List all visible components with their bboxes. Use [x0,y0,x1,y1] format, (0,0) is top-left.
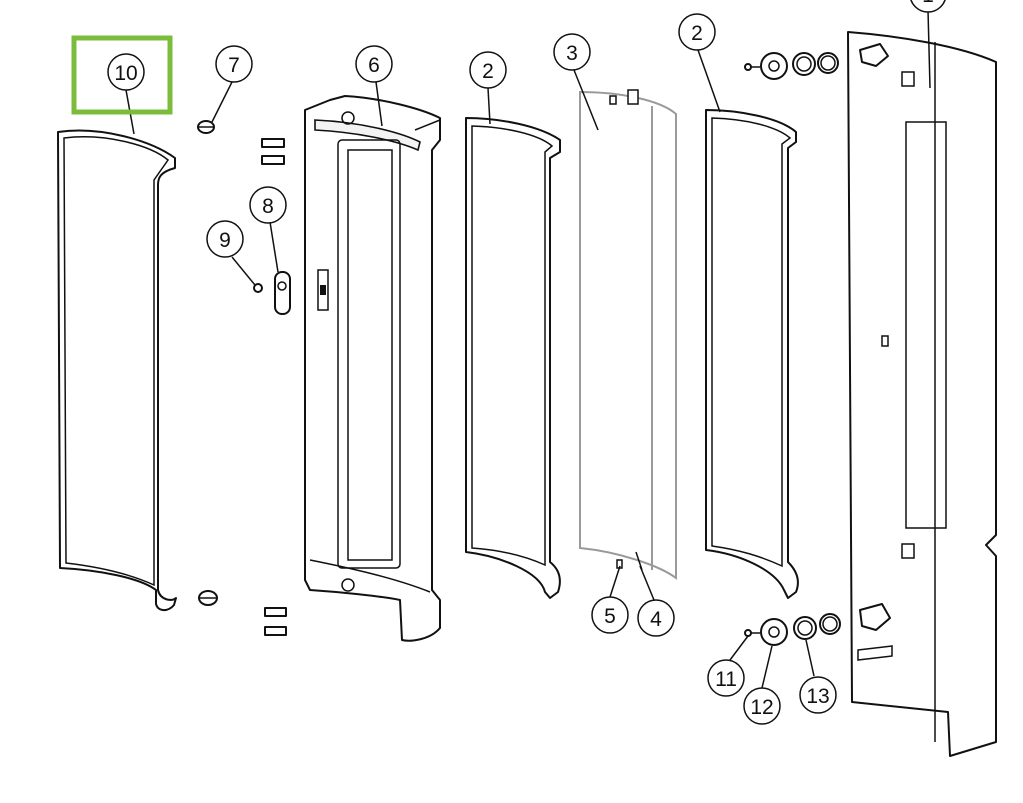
callout-6[interactable]: 6 [355,45,393,83]
callout-4-label: 4 [650,608,662,631]
highlight-frame [71,35,173,115]
part-1-back-housing[interactable] [847,31,997,757]
callout-2a-label: 2 [482,60,494,83]
part-10-cover-panel[interactable] [57,129,177,612]
part-8-latch[interactable] [274,271,291,315]
callout-5-label: 5 [604,605,616,628]
part-6-front-frame[interactable] [304,95,441,642]
callout-4[interactable]: 4 [637,599,675,637]
callout-7[interactable]: 7 [215,45,253,83]
callout-8-label: 8 [262,195,274,218]
bushing-set-lower[interactable] [744,613,841,646]
callout-13[interactable]: 13 [799,676,837,714]
callout-2a[interactable]: 2 [469,51,507,89]
callout-12-label: 12 [750,696,773,719]
part-3-glass-panel[interactable] [579,89,677,580]
bushing-set-upper[interactable] [744,52,839,80]
callout-13-label: 13 [806,685,829,708]
callout-6-label: 6 [368,54,380,77]
callout-11[interactable]: 11 [707,659,745,697]
callout-3-label: 3 [566,42,578,65]
part-2-gasket-left[interactable] [465,117,561,599]
callout-1-label: 1 [922,0,934,7]
callout-8[interactable]: 8 [249,186,287,224]
callout-10-label: 10 [114,62,137,85]
callout-9[interactable]: 9 [206,220,244,258]
part-2-gasket-right[interactable] [705,109,799,599]
callout-10[interactable]: 10 [107,53,145,91]
part-9-small-screw[interactable] [253,283,263,293]
callout-9-label: 9 [219,229,231,252]
callout-5[interactable]: 5 [591,596,629,634]
callout-2b-label: 2 [691,22,703,45]
callout-1[interactable]: 1 [910,0,946,13]
screw-group-lower[interactable] [198,590,287,636]
callout-7-label: 7 [228,54,240,77]
callout-12[interactable]: 12 [743,687,781,725]
callout-2b[interactable]: 2 [678,13,716,51]
callouts: 10 7 6 8 9 2 3 5 [107,0,946,725]
callout-3[interactable]: 3 [553,33,591,71]
screw-group-upper[interactable] [197,120,285,165]
callout-11-label: 11 [715,668,737,691]
